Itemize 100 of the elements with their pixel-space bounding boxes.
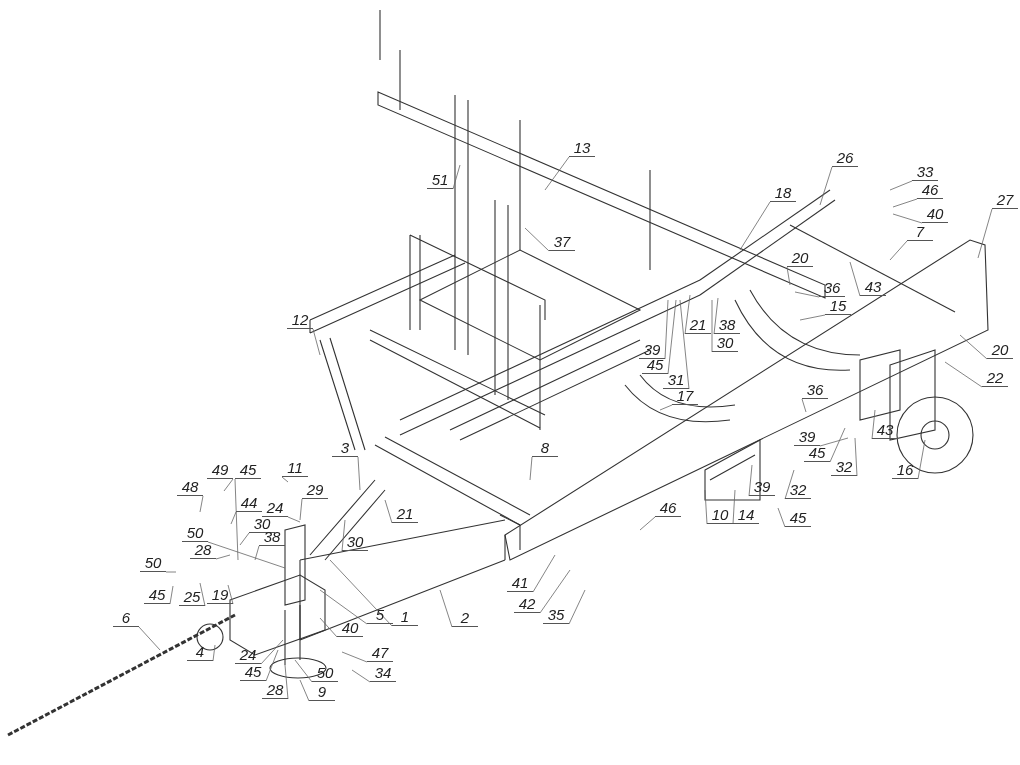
callout-number: 30	[712, 335, 738, 352]
callout-number: 50	[312, 665, 338, 682]
callout-number: 16	[892, 462, 918, 479]
callout-number: 5	[367, 607, 393, 624]
callout-number: 39	[639, 342, 665, 359]
callout-number: 48	[177, 479, 203, 496]
leader-line	[529, 456, 533, 481]
leader-line	[568, 589, 586, 625]
leader-line	[801, 398, 807, 413]
callout-number: 45	[785, 510, 811, 527]
leader-line	[215, 554, 231, 560]
callout-number: 40	[337, 620, 363, 637]
callout-number: 25	[179, 589, 205, 606]
callout-number: 1	[392, 609, 418, 626]
callout-number: 46	[917, 182, 943, 199]
callout-number: 30	[249, 516, 275, 533]
leader-line	[959, 334, 988, 360]
leader-line	[544, 156, 570, 191]
leader-line	[849, 261, 861, 297]
callout-number: 30	[342, 534, 368, 551]
callout-number: 22	[982, 370, 1008, 387]
callout-number: 20	[787, 250, 813, 267]
callout-number: 2	[452, 610, 478, 627]
callout-number: 44	[236, 495, 262, 512]
leader-line	[679, 299, 690, 390]
leader-line	[639, 516, 656, 531]
callout-number: 46	[655, 500, 681, 517]
callout-number: 33	[912, 164, 938, 181]
callout-number: 43	[872, 422, 898, 439]
leader-line	[713, 297, 719, 335]
leader-line	[384, 499, 393, 524]
callout-number: 45	[144, 587, 170, 604]
callout-number: 8	[532, 440, 558, 457]
leader-line	[199, 582, 206, 607]
leader-line	[819, 437, 849, 447]
leader-line	[777, 507, 786, 528]
leader-line	[230, 511, 237, 525]
leader-line	[294, 659, 313, 683]
callout-number: 4	[187, 644, 213, 661]
leader-line	[892, 213, 923, 224]
leader-line	[227, 584, 234, 605]
leader-line	[312, 328, 321, 356]
leader-line	[892, 198, 918, 208]
callout-number: 24	[235, 647, 261, 664]
leader-line	[357, 456, 361, 491]
leader-line	[664, 299, 669, 360]
callout-number: 49	[207, 462, 233, 479]
callout-number: 14	[733, 507, 759, 524]
leader-line	[659, 404, 673, 411]
leader-line	[239, 532, 250, 546]
callout-number: 36	[819, 280, 845, 297]
leader-line	[265, 649, 279, 682]
leader-line	[539, 569, 571, 614]
callout-number: 10	[707, 507, 733, 524]
callout-number: 19	[207, 587, 233, 604]
leader-line	[341, 519, 346, 552]
leader-line	[234, 478, 239, 561]
callout-number: 26	[832, 150, 858, 167]
callout-number: 32	[785, 482, 811, 499]
callout-number: 35	[543, 607, 569, 624]
callout-number: 31	[663, 372, 689, 389]
callout-number: 21	[392, 506, 418, 523]
leader-line	[207, 541, 286, 569]
callout-number: 7	[907, 224, 933, 241]
callout-number: 36	[802, 382, 828, 399]
leader-line	[889, 240, 908, 261]
callout-number: 47	[367, 645, 393, 662]
callout-number: 41	[507, 575, 533, 592]
callout-number: 11	[282, 460, 308, 477]
leader-line	[281, 476, 289, 483]
callout-number: 38	[259, 529, 285, 546]
callout-number: 45	[642, 357, 668, 374]
leader-line	[977, 208, 993, 259]
callout-number: 40	[922, 206, 948, 223]
callout-number: 6	[113, 610, 139, 627]
leader-line	[667, 299, 677, 375]
leader-line	[452, 164, 461, 190]
leader-line	[212, 644, 216, 662]
leader-line	[784, 469, 795, 500]
callout-number: 37	[549, 234, 575, 251]
callout-number: 28	[262, 682, 288, 699]
callout-number: 45	[235, 462, 261, 479]
callout-number: 51	[427, 172, 453, 189]
leader-line	[351, 669, 371, 683]
callout-number: 28	[190, 542, 216, 559]
leader-line	[704, 489, 708, 525]
callout-number: 43	[860, 279, 886, 296]
callout-number: 20	[987, 342, 1013, 359]
leader-line	[319, 617, 338, 638]
leader-line	[829, 427, 846, 463]
leader-line	[854, 437, 858, 477]
callout-number: 17	[672, 388, 698, 405]
leader-line	[439, 589, 453, 628]
callout-number: 27	[992, 192, 1018, 209]
callout-number: 13	[569, 140, 595, 157]
callout-number: 9	[309, 684, 335, 701]
leader-line	[819, 166, 833, 206]
leader-line	[287, 516, 301, 523]
leader-line	[889, 180, 913, 191]
leader-line	[254, 545, 260, 561]
